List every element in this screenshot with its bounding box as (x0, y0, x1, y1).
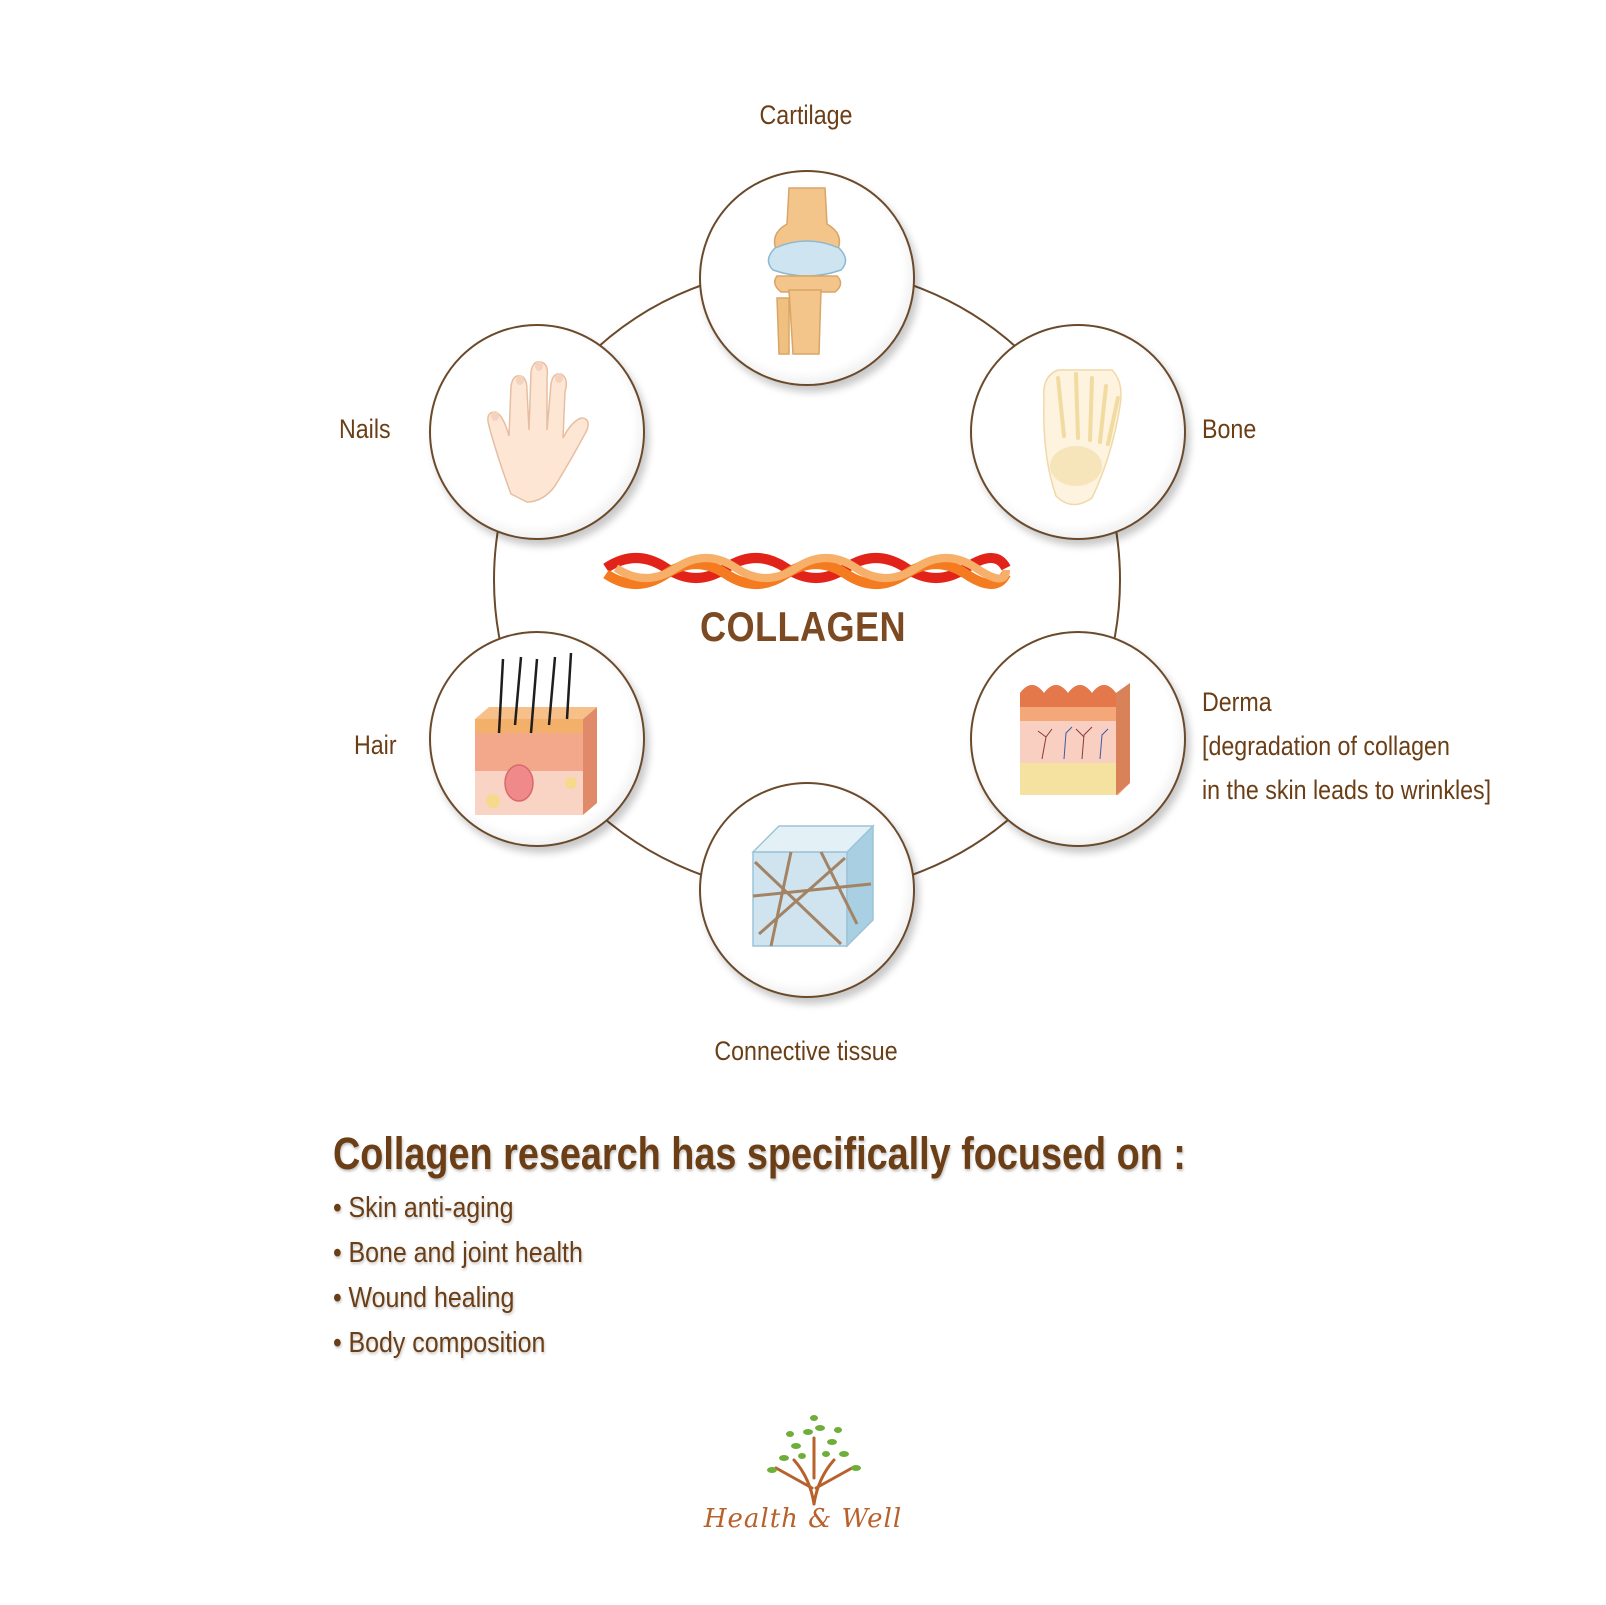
foot-bones-icon (1043, 369, 1122, 506)
knee-joint-icon (767, 187, 847, 355)
connective-tissue-label: Connective tissue (714, 1036, 898, 1066)
bone-node (970, 324, 1186, 540)
brand-name: Health & Well (703, 1504, 903, 1534)
connective-tissue-node (699, 782, 915, 998)
bone-label: Bone (1202, 414, 1257, 444)
bullet: • (333, 1237, 342, 1269)
research-heading: Collagen research has specifically focus… (333, 1128, 1186, 1179)
nails-label: Nails (339, 414, 391, 444)
derma-label: Derma (1202, 687, 1272, 717)
bullet: • (333, 1327, 342, 1359)
hair-label: Hair (354, 730, 397, 760)
list-item-text: Skin anti-aging (348, 1192, 514, 1224)
collagen-helix-icon (603, 553, 1011, 589)
collagen-title: COLLAGEN (699, 603, 907, 650)
cartilage-node (699, 170, 915, 386)
derma-note-line2: in the skin leads to wrinkles] (1202, 775, 1492, 805)
fiber-cube-icon (751, 824, 875, 948)
list-item: •Skin anti-aging (333, 1190, 583, 1235)
bullet: • (333, 1282, 342, 1314)
derma-node (970, 631, 1186, 847)
hair-follicle-icon (475, 652, 597, 815)
tree-logo-icon (767, 1415, 861, 1506)
hand-icon (487, 360, 589, 503)
skin-wrinkle-icon (1020, 683, 1130, 795)
list-item-text: Wound healing (348, 1282, 515, 1314)
research-focus-list: •Skin anti-aging •Bone and joint health … (333, 1190, 624, 1370)
list-item-text: Bone and joint health (348, 1237, 583, 1269)
nails-node (429, 324, 645, 540)
list-item: •Bone and joint health (333, 1235, 583, 1280)
cartilage-label: Cartilage (759, 100, 853, 130)
hair-node (429, 631, 645, 847)
list-item: •Wound healing (333, 1280, 583, 1325)
list-item: •Body composition (333, 1325, 583, 1370)
list-item-text: Body composition (348, 1327, 546, 1359)
bullet: • (333, 1192, 342, 1224)
derma-note-line1: [degradation of collagen (1202, 731, 1450, 761)
